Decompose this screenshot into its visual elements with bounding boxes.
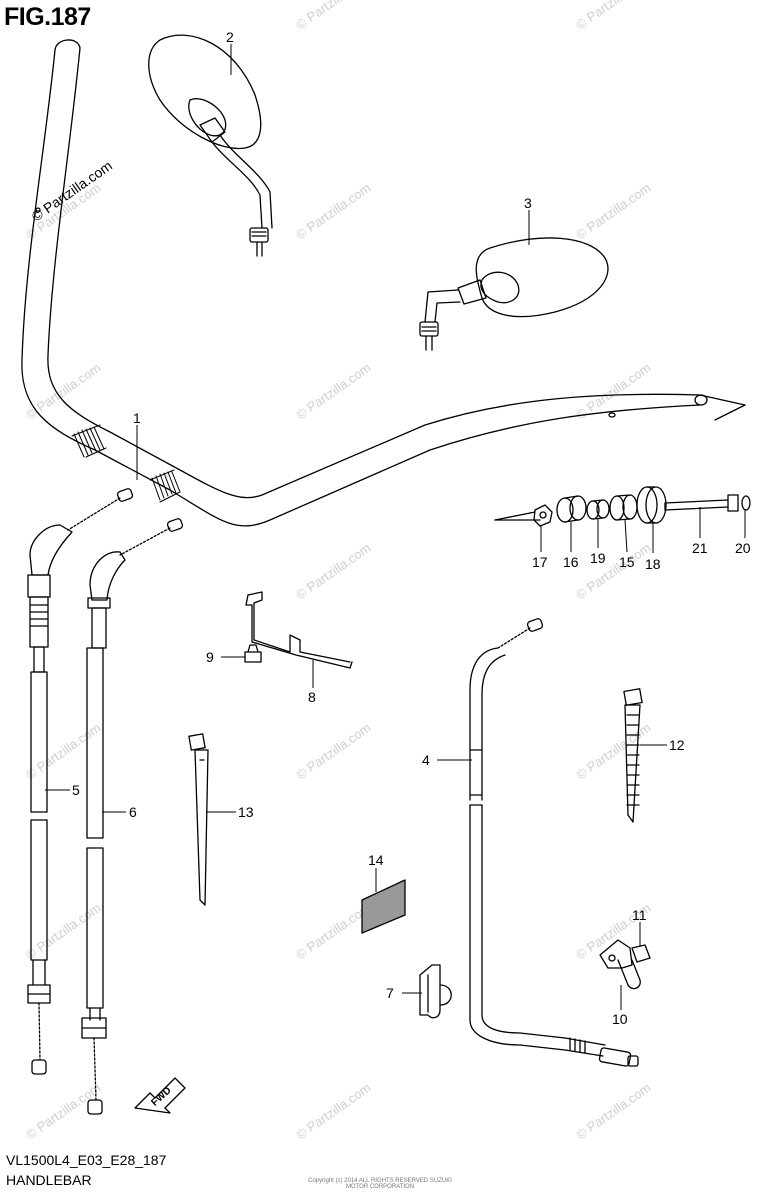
- part-number-5[interactable]: 5: [72, 782, 80, 798]
- part-number-17[interactable]: 17: [532, 554, 548, 570]
- cable-guide-8-part[interactable]: [245, 591, 353, 669]
- bushing-19-part[interactable]: [586, 499, 610, 520]
- part-number-6[interactable]: 6: [129, 804, 137, 820]
- clamp-7-part[interactable]: [419, 964, 452, 1019]
- part-number-10[interactable]: 10: [612, 1011, 628, 1027]
- part-number-21[interactable]: 21: [692, 540, 708, 556]
- part-number-11[interactable]: 11: [632, 907, 647, 923]
- watermark-text: © Partzilla.com: [293, 180, 373, 243]
- leader-lines: [45, 44, 746, 1010]
- watermark-text: © Partzilla.com: [573, 1080, 653, 1143]
- part-number-1[interactable]: 1: [133, 410, 141, 426]
- watermark-layer: © Partzilla.com © Partzilla.com © Partzill…: [23, 0, 653, 1142]
- handlebar-part[interactable]: [21, 39, 746, 527]
- weight-15-part[interactable]: [609, 494, 638, 521]
- weight-18-part[interactable]: [636, 486, 667, 524]
- washer-20-part[interactable]: [741, 495, 751, 511]
- bolt-9-part[interactable]: [244, 644, 262, 663]
- cable-tie-13-part[interactable]: [188, 733, 209, 906]
- nut-17-part[interactable]: [533, 504, 553, 527]
- watermark-text: © Partzilla.com: [293, 360, 373, 423]
- part-number-18[interactable]: 18: [645, 556, 661, 572]
- spacer-16-part[interactable]: [556, 495, 587, 523]
- diagram-code: VL1500L4_E03_E28_187: [6, 1152, 167, 1168]
- label-14-part[interactable]: [361, 879, 406, 934]
- throttle-cable-return-part[interactable]: [81, 518, 184, 1115]
- part-number-3[interactable]: 3: [524, 195, 532, 211]
- handlebar-knurl-left: [71, 424, 107, 458]
- cable-tie-12-part[interactable]: [623, 688, 643, 823]
- forward-arrow: [134, 1077, 186, 1114]
- watermark-text: © Partzilla.com: [293, 720, 373, 783]
- part-number-4[interactable]: 4: [422, 752, 430, 768]
- figure-title: FIG.187: [4, 3, 91, 31]
- mirror-left-part[interactable]: [148, 34, 273, 257]
- part-number-labels: 2 3 1 4 5 6 7 8 9 10 11 12 13 14 15 16 1…: [72, 29, 751, 1027]
- diagram-caption: HANDLEBAR: [6, 1172, 92, 1188]
- part-number-13[interactable]: 13: [238, 804, 254, 820]
- part-number-2[interactable]: 2: [226, 29, 234, 45]
- watermark-text: © Partzilla.com: [23, 1080, 103, 1143]
- part-number-19[interactable]: 19: [590, 550, 606, 566]
- watermark-text: © Partzilla.com: [293, 1080, 373, 1143]
- bolt-21-part[interactable]: [664, 494, 739, 512]
- bar-end-hardware-group[interactable]: [494, 486, 751, 527]
- part-number-16[interactable]: 16: [563, 554, 579, 570]
- part-number-15[interactable]: 15: [619, 554, 635, 570]
- screw-11-part[interactable]: [631, 944, 651, 963]
- watermark-text: © Partzilla.com: [573, 180, 653, 243]
- watermark-text: © Partzilla.com: [573, 720, 653, 783]
- holder-10-part[interactable]: [599, 939, 641, 990]
- part-number-12[interactable]: 12: [669, 737, 685, 753]
- watermark-text: © Partzilla.com: [293, 0, 373, 32]
- watermark-text: © Partzilla.com: [23, 720, 103, 783]
- part-number-14[interactable]: 14: [368, 852, 384, 868]
- watermark-text: © Partzilla.com: [573, 540, 653, 603]
- watermark-text: © Partzilla.com: [23, 360, 103, 423]
- watermark-text: © Partzilla.com: [293, 540, 373, 603]
- part-number-20[interactable]: 20: [735, 540, 751, 556]
- throttle-cable-pull-part[interactable]: [27, 488, 134, 1075]
- part-number-9[interactable]: 9: [206, 649, 214, 665]
- watermark-text: © Partzilla.com: [573, 0, 653, 32]
- watermark-text: © Partzilla.com: [23, 900, 103, 963]
- mirror-right-part[interactable]: [419, 237, 609, 351]
- part-number-7[interactable]: 7: [386, 985, 394, 1001]
- clutch-cable-part[interactable]: [469, 618, 639, 1067]
- copyright-notice: Copyright (c) 2014 ALL RIGHTS RESERVED S…: [308, 1178, 452, 1190]
- part-number-8[interactable]: 8: [308, 689, 316, 705]
- handlebar-knurl-right: [149, 469, 181, 503]
